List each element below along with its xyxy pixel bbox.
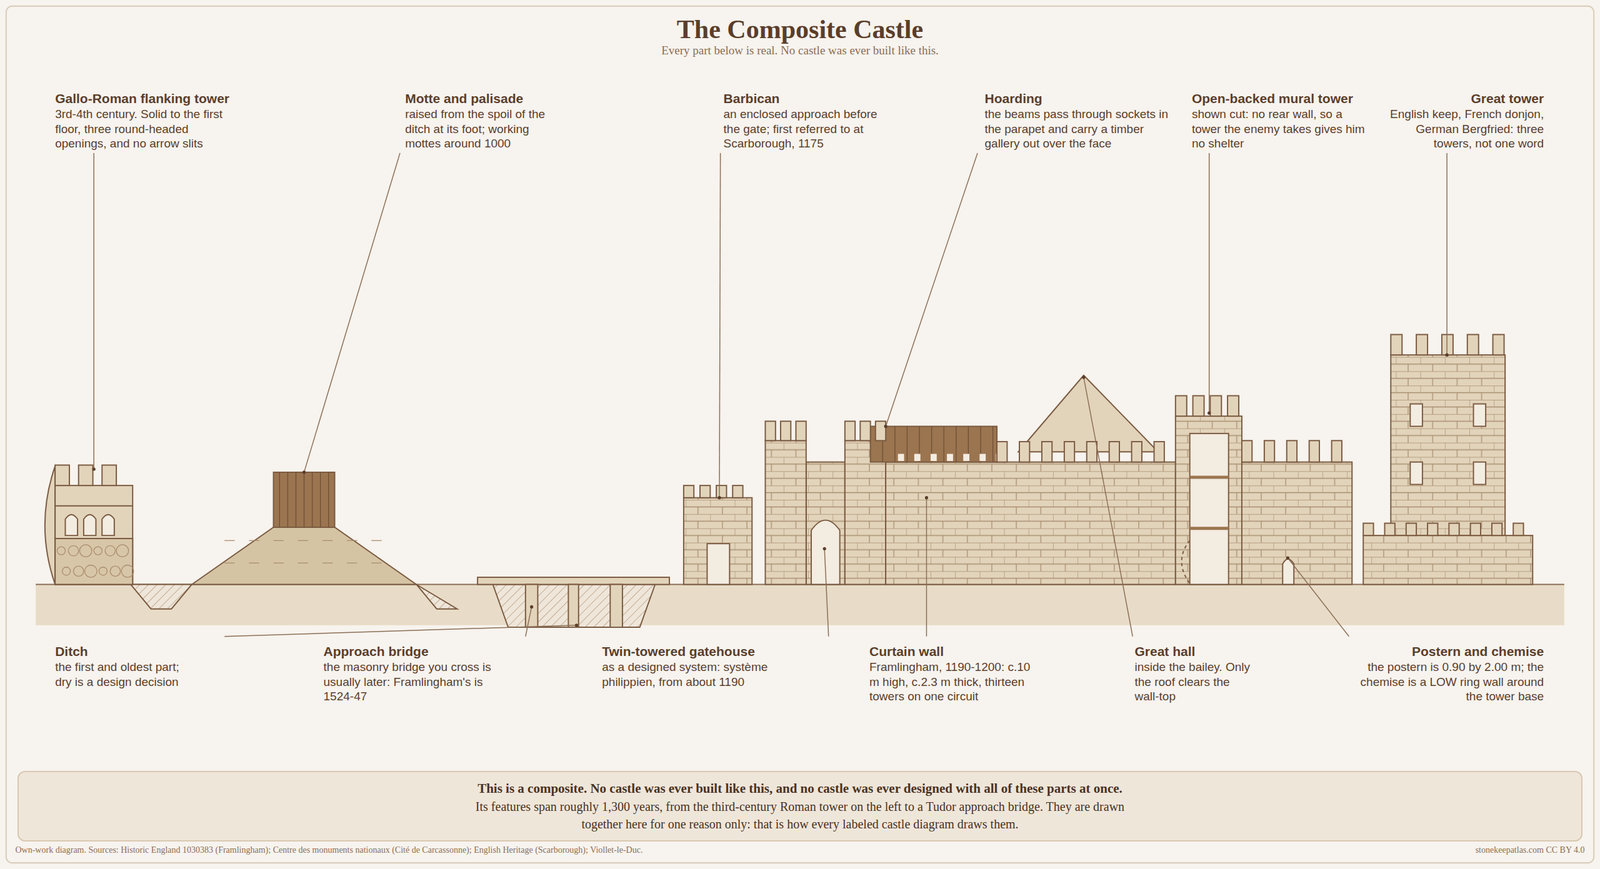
leader-lines — [93, 153, 1447, 637]
callout-body: raised from the spoil of the ditch at it… — [405, 106, 559, 152]
callout: Curtain wallFramlingham, 1190-1200: c.10… — [869, 643, 1044, 705]
callout: Motte and palisaderaised from the spoil … — [405, 90, 559, 152]
callout-heading: Twin-towered gatehouse — [601, 643, 817, 660]
callout: Great hallinside the bailey. Only the ro… — [1135, 643, 1258, 705]
callout: Hoardingthe beams pass through sockets i… — [985, 90, 1174, 152]
callout-body: English keep, French donjon, German Berg… — [1375, 106, 1544, 152]
callout: Ditchthe first and oldest part; dry is a… — [55, 643, 199, 690]
callout-body: 3rd-4th century. Solid to the first floo… — [55, 106, 239, 152]
callout: Open-backed mural towershown cut: no rea… — [1191, 90, 1366, 152]
callout: Barbicanan enclosed approach before the … — [723, 90, 892, 152]
callout-heading: Postern and chemise — [1360, 643, 1544, 660]
callout: Postern and chemisethe postern is 0.90 b… — [1360, 643, 1544, 705]
callout-body: inside the bailey. Only the roof clears … — [1135, 660, 1258, 705]
callout-body: the postern is 0.90 by 2.00 m; the chemi… — [1360, 660, 1544, 705]
callout-heading: Approach bridge — [323, 643, 503, 660]
callout: Twin-towered gatehouseas a designed syst… — [601, 643, 817, 690]
callout-body: the first and oldest part; dry is a desi… — [55, 660, 199, 690]
title: The Composite Castle — [0, 14, 1600, 45]
callout-heading: Great tower — [1375, 90, 1544, 107]
source-note: Own-work diagram. Sources: Historic Engl… — [15, 845, 643, 856]
callout-heading: Great hall — [1135, 643, 1258, 660]
callout-body: Framlingham, 1190-1200: c.10 m high, c.2… — [869, 660, 1044, 705]
castle-parts — [45, 335, 1533, 629]
callout-body: shown cut: no rear wall, so a tower the … — [1191, 106, 1366, 152]
callout-body: the masonry bridge you cross is usually … — [323, 660, 503, 705]
callout-heading: Gallo-Roman flanking tower — [55, 90, 239, 107]
callout-body: an enclosed approach before the gate; fi… — [723, 106, 892, 152]
subtitle: Every part below is real. No castle was … — [0, 43, 1600, 58]
callout-body: the beams pass through sockets in the pa… — [985, 106, 1174, 152]
callout: Gallo-Roman flanking tower3rd-4th centur… — [55, 90, 239, 152]
callout-body: as a designed system: système philippien… — [601, 660, 817, 690]
credit: stonekeepatlas.com CC BY 4.0 — [1475, 845, 1585, 856]
note-body: Its features span roughly 1,300 years, f… — [456, 798, 1144, 834]
callout-heading: Motte and palisade — [405, 90, 559, 107]
note-box: This is a composite. No castle was ever … — [17, 771, 1583, 842]
frame — [6, 6, 1594, 864]
callout-heading: Barbican — [723, 90, 892, 107]
callout-heading: Hoarding — [985, 90, 1174, 107]
note-heading: This is a composite. No castle was ever … — [37, 780, 1563, 799]
callout-heading: Curtain wall — [869, 643, 1044, 660]
callout: Approach bridgethe masonry bridge you cr… — [323, 643, 503, 705]
callout-heading: Open-backed mural tower — [1191, 90, 1366, 107]
callout-heading: Ditch — [55, 643, 199, 660]
callout: Great towerEnglish keep, French donjon, … — [1375, 90, 1544, 152]
